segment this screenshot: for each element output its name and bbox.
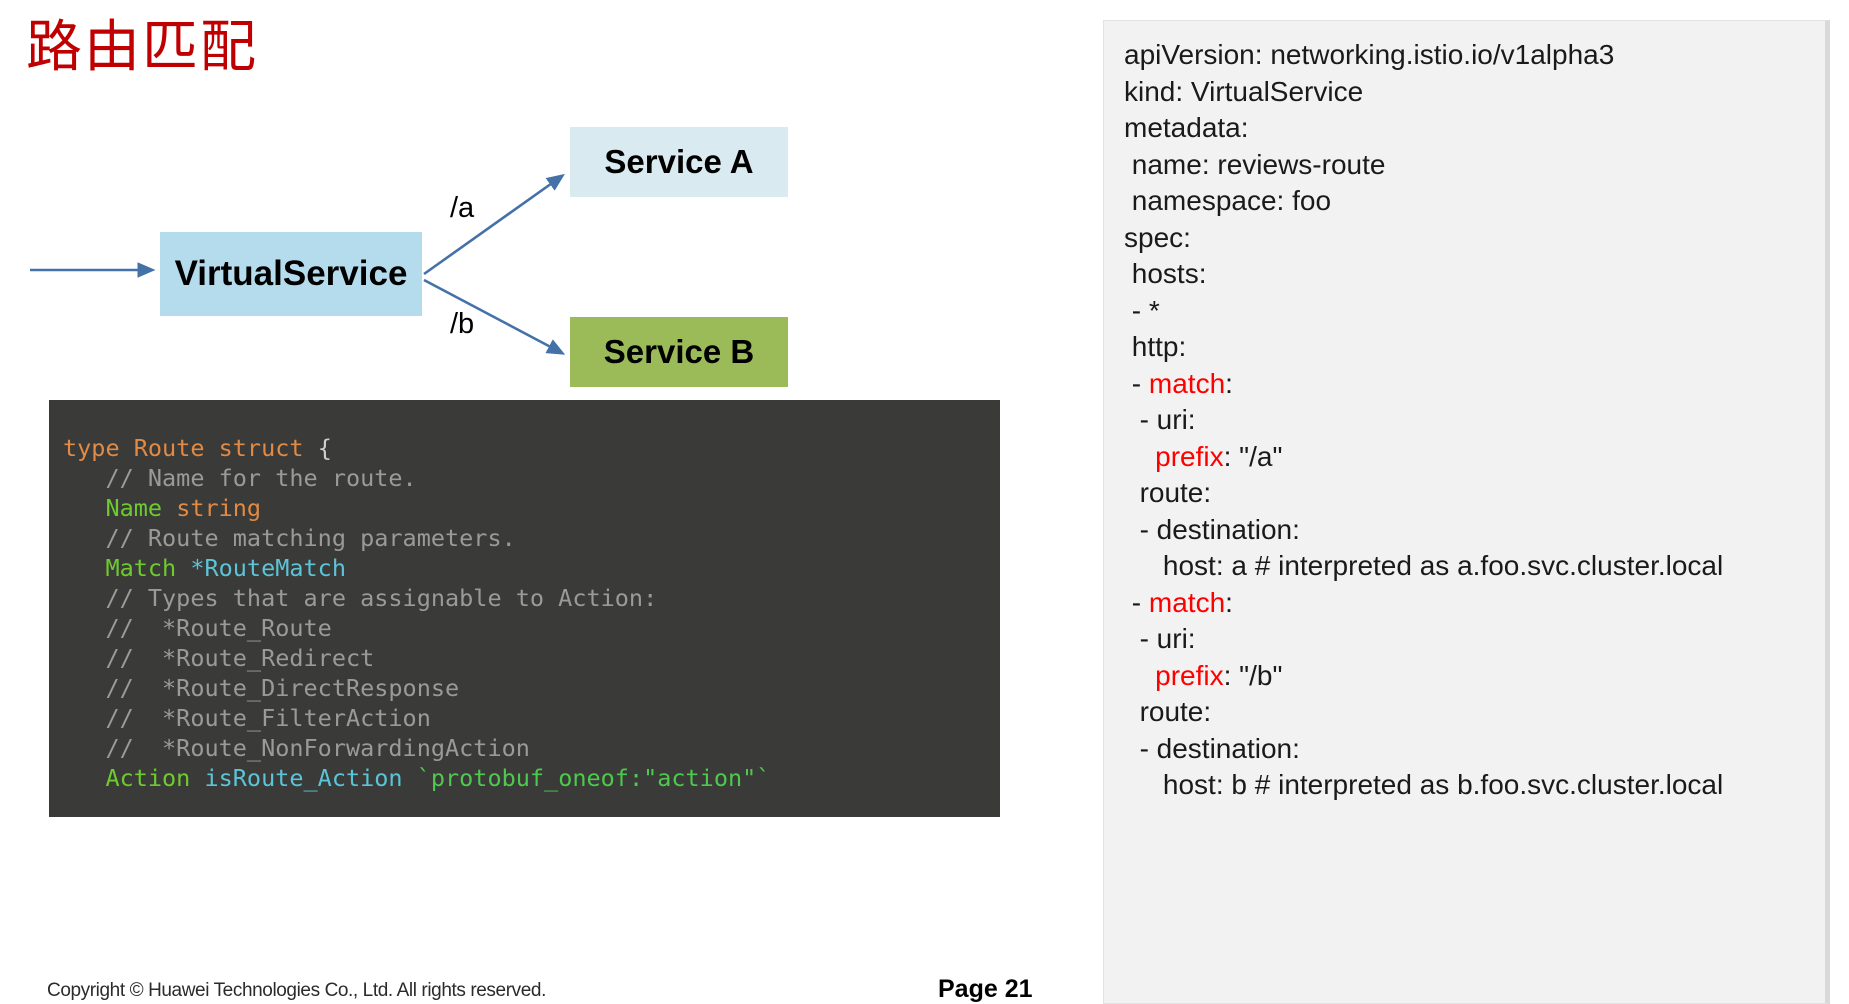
yaml-line: - match: <box>1124 585 1813 622</box>
code-token: hosts: <box>1124 258 1207 289</box>
arrow-to-service-a <box>423 173 565 276</box>
code-token: // *Route_NonForwardingAction <box>63 734 530 762</box>
code-line: // Route matching parameters. <box>63 523 1000 553</box>
code-line: Name string <box>63 493 1000 523</box>
yaml-manifest-panel: apiVersion: networking.istio.io/v1alpha3… <box>1103 20 1830 1004</box>
code-token: kind: VirtualService <box>1124 75 1364 107</box>
edge-label-path-b: /b <box>450 308 475 340</box>
code-token: match <box>1148 367 1226 399</box>
yaml-line: - destination: <box>1124 512 1813 549</box>
yaml-line: - * <box>1124 293 1813 330</box>
code-line: type Route struct { <box>63 433 1000 463</box>
code-line: // Name for the route. <box>63 463 1000 493</box>
code-token: struct <box>218 434 318 462</box>
code-token: Match <box>63 554 191 582</box>
code-token <box>1124 660 1155 691</box>
node-virtualservice[interactable]: VirtualService <box>160 232 422 316</box>
yaml-manifest-lines: apiVersion: networking.istio.io/v1alpha3… <box>1124 37 1813 804</box>
arrow-to-service-b <box>423 278 566 355</box>
code-token: // Types that are assignable to Action: <box>63 584 658 612</box>
code-token: - destination: <box>1124 513 1300 545</box>
code-line: // Types that are assignable to Action: <box>63 583 1000 613</box>
code-token: spec: <box>1124 221 1191 253</box>
node-service-b[interactable]: Service B <box>570 317 788 387</box>
code-line: // *Route_NonForwardingAction <box>63 733 1000 763</box>
yaml-line: - uri: <box>1124 621 1813 658</box>
yaml-line: - destination: <box>1124 731 1813 768</box>
code-token: : <box>1225 586 1233 618</box>
diagram-arrows <box>30 173 566 355</box>
code-token: // Name for the route. <box>63 464 417 492</box>
code-token: name: reviews-route <box>1124 148 1386 180</box>
yaml-line: name: reviews-route <box>1124 147 1813 184</box>
code-token: host: b # interpreted as b.foo.svc.clust… <box>1124 769 1724 800</box>
code-token: prefix <box>1155 659 1224 691</box>
code-token: host: a # interpreted as a.foo.svc.clust… <box>1124 550 1724 581</box>
code-token: string <box>176 494 262 522</box>
code-token: match <box>1148 586 1226 618</box>
code-token: // *Route_DirectResponse <box>63 674 460 702</box>
code-token: : "/b" <box>1223 659 1283 691</box>
code-line: // *Route_Redirect <box>63 643 1000 673</box>
code-line: // *Route_DirectResponse <box>63 673 1000 703</box>
code-token: // *Route_FilterAction <box>63 704 431 732</box>
code-token: : <box>1225 367 1233 399</box>
yaml-line: prefix: "/b" <box>1124 658 1813 695</box>
code-line: // *Route_Route <box>63 613 1000 643</box>
code-token: - uri: <box>1124 623 1196 654</box>
code-token: *RouteMatch <box>190 554 346 582</box>
code-token: route: <box>1124 696 1212 727</box>
code-token: : "/a" <box>1223 440 1283 472</box>
footer-page-number: Page 21 <box>938 975 1033 1003</box>
code-token: apiVersion: networking.istio.io/v1alpha3 <box>1124 39 1615 70</box>
code-token: http: <box>1124 331 1187 362</box>
edge-label-path-a: /a <box>450 192 475 224</box>
code-token <box>1124 441 1155 472</box>
code-token: - uri: <box>1124 404 1196 435</box>
code-token: Name <box>63 494 177 522</box>
yaml-line: host: a # interpreted as a.foo.svc.clust… <box>1124 548 1813 585</box>
code-token: // Route matching parameters. <box>63 524 516 552</box>
code-token: Action <box>63 764 205 792</box>
footer-copyright: Copyright © Huawei Technologies Co., Ltd… <box>47 980 546 1001</box>
yaml-line: metadata: <box>1124 110 1813 147</box>
code-token: `protobuf_oneof:"action"` <box>416 764 771 792</box>
yaml-line: host: b # interpreted as b.foo.svc.clust… <box>1124 767 1813 804</box>
yaml-line: prefix: "/a" <box>1124 439 1813 476</box>
yaml-line: spec: <box>1124 220 1813 257</box>
yaml-line: route: <box>1124 694 1813 731</box>
go-code-lines: type Route struct { // Name for the rout… <box>49 433 1000 793</box>
yaml-line: - match: <box>1124 366 1813 403</box>
code-token: - destination: <box>1124 732 1300 764</box>
page-title: 路由匹配 <box>26 15 258 78</box>
yaml-line: kind: VirtualService <box>1124 74 1813 111</box>
code-token: - * <box>1124 294 1160 326</box>
yaml-line: http: <box>1124 329 1813 366</box>
code-token: isRoute_Action <box>204 764 417 792</box>
code-token: namespace: foo <box>1124 185 1332 216</box>
code-token: { <box>317 434 332 462</box>
code-token: type <box>63 434 134 462</box>
yaml-line: - uri: <box>1124 402 1813 439</box>
code-line: Action isRoute_Action `protobuf_oneof:"a… <box>63 763 1000 793</box>
code-token: metadata: <box>1124 112 1249 143</box>
go-code-block: type Route struct { // Name for the rout… <box>49 400 1000 817</box>
code-token: - <box>1124 367 1149 399</box>
code-token: // *Route_Redirect <box>63 644 375 672</box>
code-token: Route <box>133 434 219 462</box>
yaml-line: apiVersion: networking.istio.io/v1alpha3 <box>1124 37 1813 74</box>
code-line: // *Route_FilterAction <box>63 703 1000 733</box>
node-service-a[interactable]: Service A <box>570 127 788 197</box>
code-token: route: <box>1124 477 1212 508</box>
routing-diagram: VirtualService Service A Service B /a /b <box>0 110 1060 410</box>
code-token: // *Route_Route <box>63 614 332 642</box>
code-line: Match *RouteMatch <box>63 553 1000 583</box>
yaml-line: route: <box>1124 475 1813 512</box>
yaml-line: hosts: <box>1124 256 1813 293</box>
yaml-line: namespace: foo <box>1124 183 1813 220</box>
code-token: prefix <box>1155 440 1224 472</box>
code-token: - <box>1124 586 1149 618</box>
